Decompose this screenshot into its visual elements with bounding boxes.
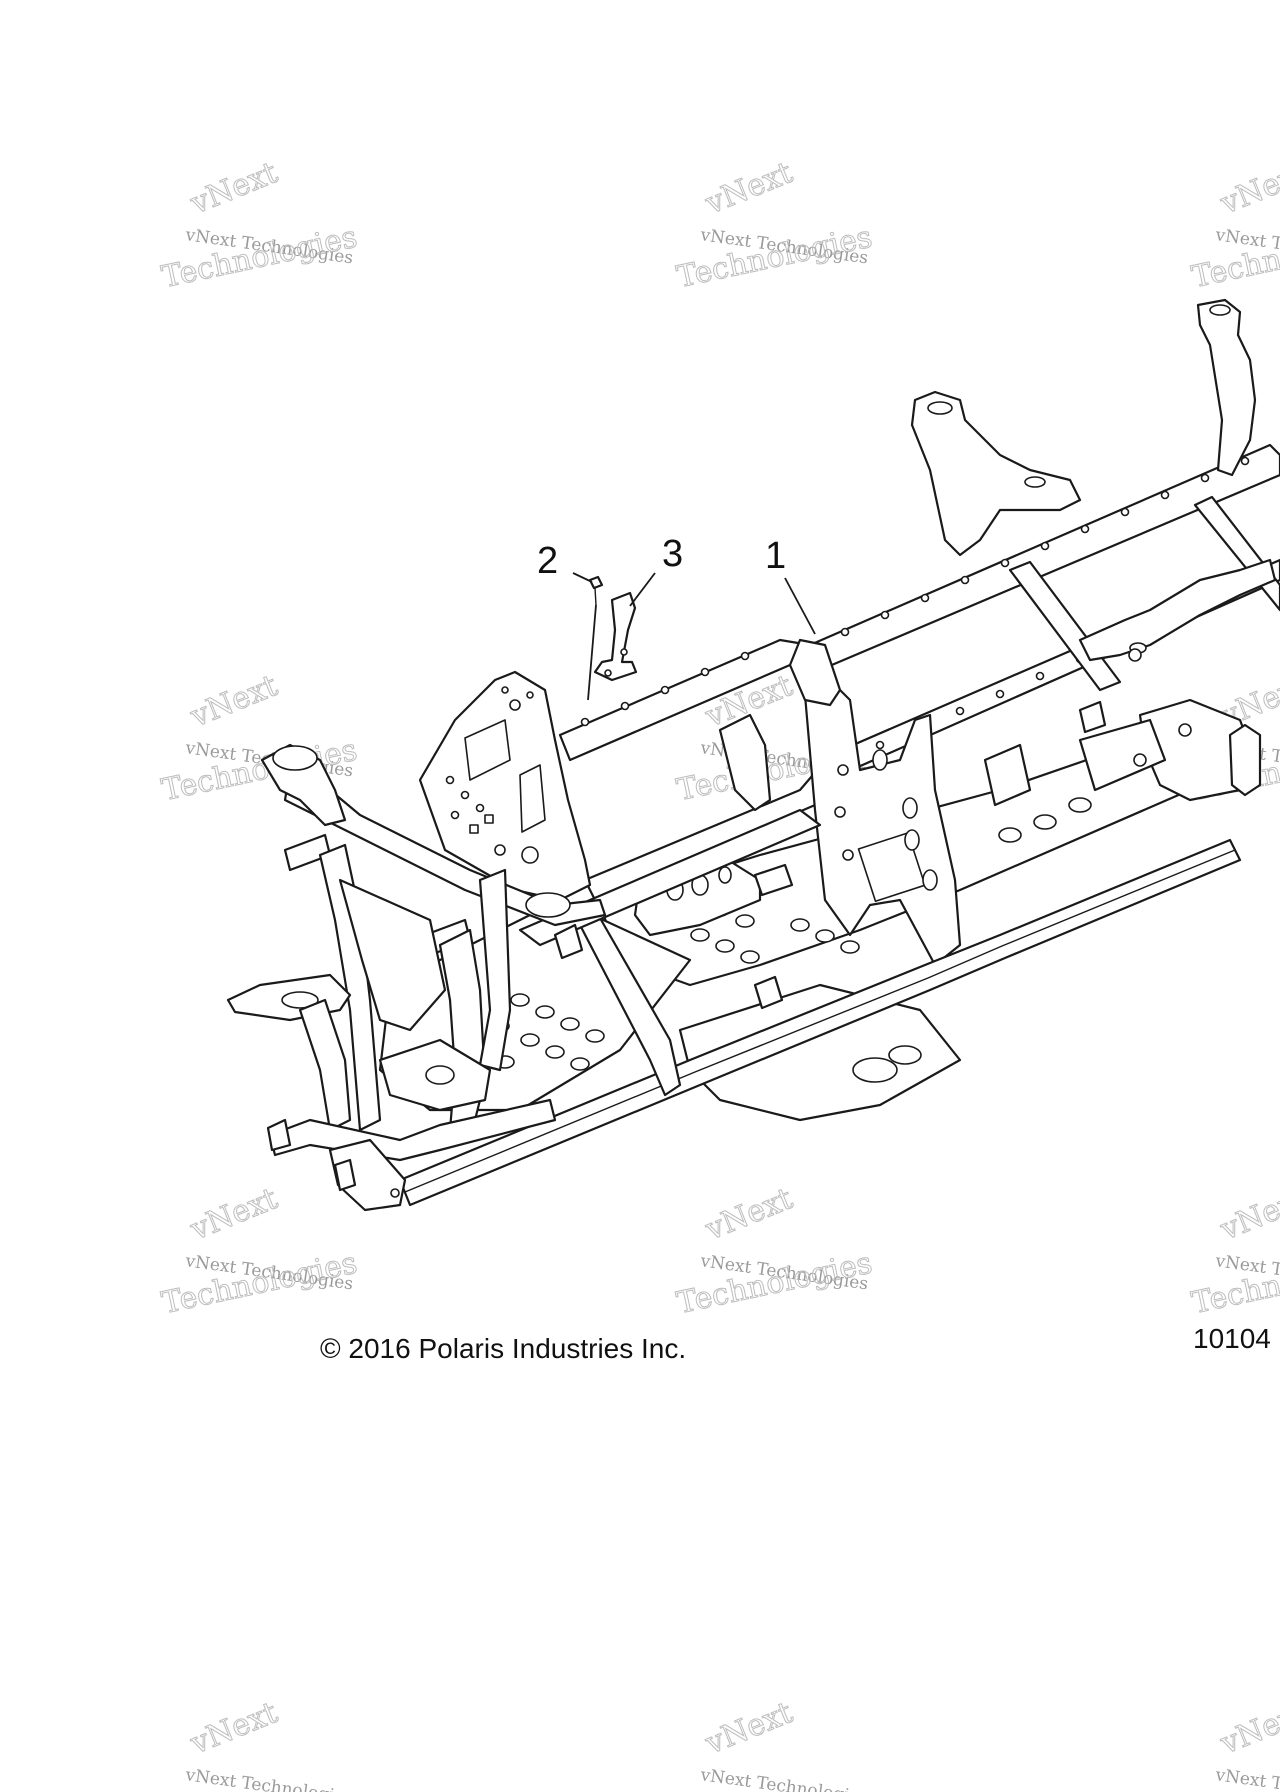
front-left-upright bbox=[318, 843, 382, 1132]
front-lower-cross bbox=[268, 1098, 557, 1162]
svg-text:vNext: vNext bbox=[185, 1181, 282, 1248]
leader-lines bbox=[572, 572, 816, 701]
left-rear-shock-tower bbox=[910, 390, 1082, 557]
watermark-tile: vNext vNext Technologies bbox=[183, 1695, 354, 1792]
front-left-shock-mount bbox=[272, 745, 318, 771]
upper-left-rail bbox=[558, 443, 1280, 762]
right-rear-shock-tower bbox=[1196, 298, 1257, 477]
seat-mount-bracket bbox=[983, 743, 1032, 807]
watermark-tile: vNext vNext Technologies bbox=[1213, 1695, 1280, 1792]
figure-number: 10104 bbox=[1193, 1323, 1271, 1354]
rear-mount-bracket bbox=[1078, 700, 1107, 734]
svg-text:vNext: vNext bbox=[185, 155, 282, 222]
svg-text:vNext Technologies: vNext Technologies bbox=[1213, 1765, 1280, 1792]
svg-text:vNext Technologies: vNext Technologies bbox=[698, 1765, 869, 1792]
center-cylinder bbox=[753, 863, 794, 897]
svg-text:vNext: vNext bbox=[1215, 155, 1280, 222]
svg-text:vNext: vNext bbox=[700, 155, 797, 222]
mid-pillar-brace bbox=[788, 638, 842, 707]
mid-vertical-frame bbox=[803, 678, 962, 967]
part-3-bracket bbox=[593, 591, 638, 682]
front-lower-tab bbox=[266, 1118, 292, 1152]
watermark-tile: vNext vNext Technologies Technologies bbox=[1188, 1181, 1280, 1322]
rear-suspension-bracket bbox=[1078, 558, 1277, 662]
front-right-upright bbox=[478, 868, 512, 1072]
front-lower-mount bbox=[298, 998, 352, 1132]
callouts: 1 2 3 bbox=[537, 533, 786, 582]
callout-1: 1 bbox=[765, 535, 786, 577]
front-hitch-tab bbox=[333, 1158, 357, 1192]
svg-text:vNext: vNext bbox=[1215, 1695, 1280, 1762]
copyright-notice: © 2016 Polaris Industries Inc. bbox=[320, 1333, 686, 1364]
watermark-tile: vNext vNext Technologies Technologies bbox=[673, 155, 875, 296]
left-shock-mount bbox=[927, 401, 953, 415]
leader-1 bbox=[784, 577, 816, 635]
mid-frame-cutout bbox=[857, 832, 926, 903]
chassis-frame bbox=[226, 298, 1280, 1212]
rear-bumper-mount bbox=[1228, 723, 1262, 797]
upper-rail-holes bbox=[580, 456, 1250, 727]
leader-3 bbox=[629, 572, 656, 607]
svg-text:vNext: vNext bbox=[1215, 1181, 1280, 1248]
watermark-tile: vNext vNext Technologies Technologies bbox=[158, 155, 360, 296]
front-right-shock-mount bbox=[525, 892, 571, 918]
floor-tab-1 bbox=[553, 923, 584, 960]
part-2-bolt bbox=[588, 575, 604, 606]
svg-text:vNext Technologies: vNext Technologies bbox=[183, 1765, 354, 1792]
rear-crossmember bbox=[1078, 718, 1167, 792]
watermark-tile: vNext vNext Technologies bbox=[698, 1695, 869, 1792]
front-tower-cutouts bbox=[445, 686, 546, 864]
lower-left-rail bbox=[398, 838, 1242, 1207]
leader-2-axis bbox=[587, 604, 597, 701]
svg-text:vNext: vNext bbox=[700, 1181, 797, 1248]
callout-3: 3 bbox=[662, 533, 683, 575]
floor-tab-2 bbox=[753, 975, 784, 1010]
front-tower bbox=[418, 670, 592, 902]
leader-2 bbox=[572, 572, 593, 583]
watermark-tile: vNext vNext Technologies Technologies bbox=[158, 1181, 360, 1322]
watermark-tile: vNext vNext Technologies Technologies bbox=[1188, 155, 1280, 296]
mid-pillar-gusset bbox=[718, 713, 772, 812]
front-bulkhead-panel bbox=[338, 878, 447, 1032]
svg-text:vNext: vNext bbox=[185, 668, 282, 735]
svg-text:vNext: vNext bbox=[185, 1695, 282, 1762]
callout-2: 2 bbox=[537, 540, 558, 582]
lower-rail-upper-edge bbox=[404, 849, 1236, 1193]
svg-text:vNext: vNext bbox=[700, 1695, 797, 1762]
watermark-tile: vNext vNext Technologies Technologies bbox=[673, 1181, 875, 1322]
